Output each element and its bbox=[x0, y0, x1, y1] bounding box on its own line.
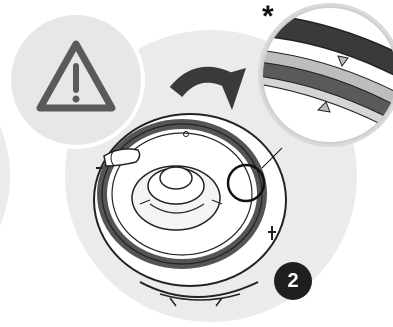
warning-badge bbox=[9, 13, 143, 147]
magnified-detail bbox=[258, 0, 393, 145]
callout-asterisk: * bbox=[262, 2, 274, 32]
step-number-badge: 2 bbox=[274, 262, 312, 300]
